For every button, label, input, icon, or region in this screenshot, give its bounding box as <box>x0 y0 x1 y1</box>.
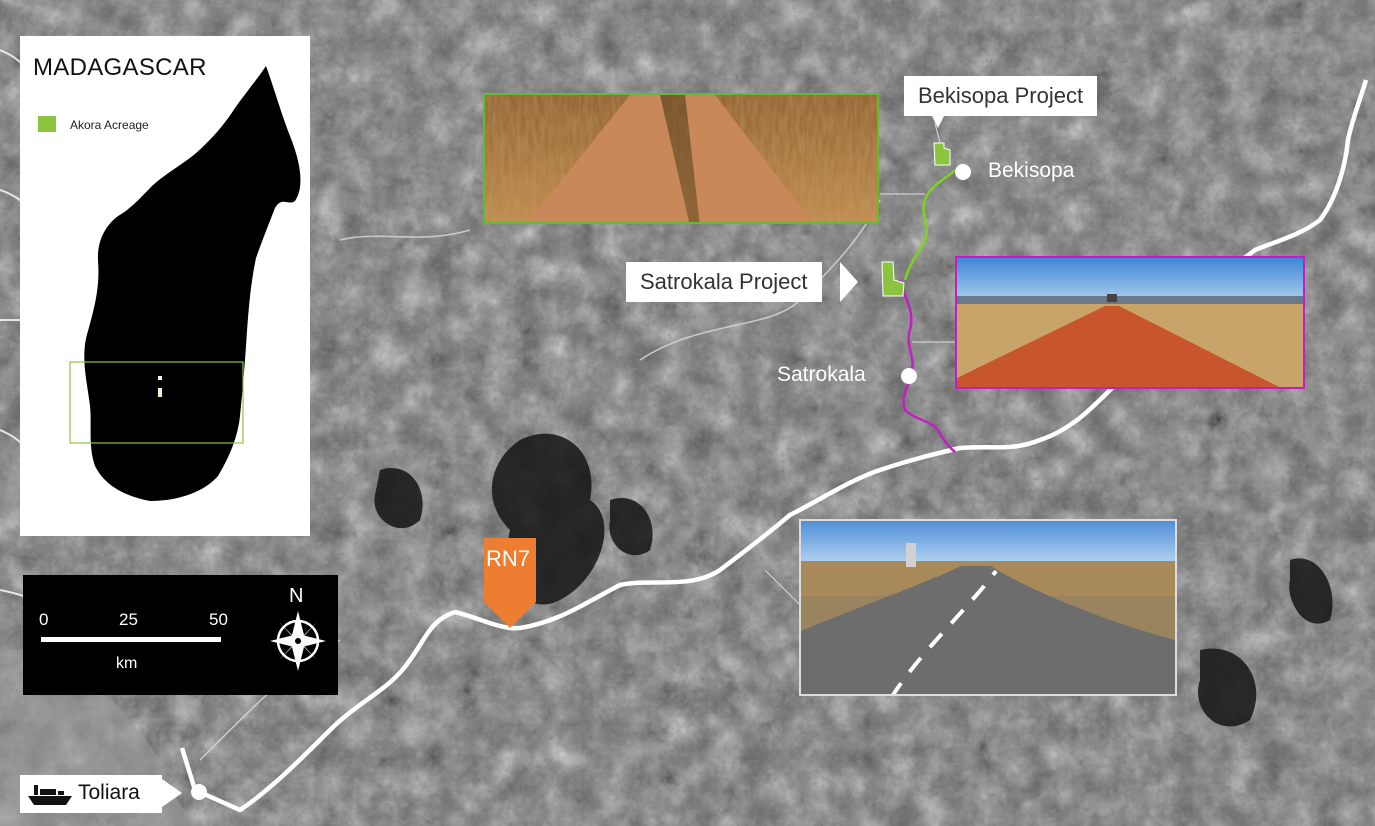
scale-unit: km <box>116 655 138 672</box>
scale-tick-50: 50 <box>209 610 228 629</box>
satrokala-label: Satrokala <box>777 363 866 386</box>
satrokala-road-photo <box>955 256 1305 389</box>
scale-bar-line <box>41 637 221 642</box>
inset-map-panel: MADAGASCAR Akora Acreage <box>20 36 310 536</box>
toliara-location-dot-icon <box>191 784 207 800</box>
inset-title: MADAGASCAR <box>33 54 207 81</box>
inset-acreage-marker-2 <box>158 388 162 397</box>
callout-pointer <box>840 262 858 302</box>
highway-rn7 <box>179 79 1369 813</box>
toliara-label: Toliara <box>78 781 140 804</box>
satrokala-project-callout: Satrokala Project <box>626 262 822 302</box>
satrokala-track <box>898 279 956 453</box>
callout-pointer-2 <box>932 116 944 128</box>
photo-connectors <box>764 122 956 606</box>
bekisopa-road-photo <box>483 93 879 224</box>
rn7-label: RN7 <box>486 546 531 571</box>
scale-tick-25: 25 <box>119 610 138 629</box>
satrokala-acreage <box>881 261 905 297</box>
north-label: N <box>289 585 304 607</box>
paved-highway-image <box>801 521 1175 694</box>
rn7-road-marker <box>484 538 536 628</box>
scale-tick-0: 0 <box>39 610 49 629</box>
red-road-image <box>957 258 1303 387</box>
legend-label-akora-acreage: Akora Acreage <box>70 118 149 132</box>
toliara-callout: Toliara <box>20 775 162 813</box>
study-area-box <box>69 361 244 444</box>
scale-bar-panel: 0 25 50 km N <box>23 575 338 695</box>
dirt-track-image <box>485 95 877 222</box>
bekisopa-location-dot-icon <box>955 164 971 180</box>
compass-rose-icon <box>270 611 326 671</box>
inset-acreage-marker <box>158 376 162 380</box>
satrokala-location-dot-icon <box>901 368 917 384</box>
bekisopa-acreage <box>933 142 951 166</box>
bekisopa-track <box>903 169 956 281</box>
highway-photo <box>799 519 1177 696</box>
madagascar-island-shape <box>84 66 301 501</box>
legend-swatch-akora-acreage <box>38 116 56 132</box>
bekisopa-label: Bekisopa <box>988 159 1075 182</box>
toliara-callout-pointer <box>162 779 182 807</box>
bekisopa-project-callout: Bekisopa Project <box>904 76 1098 116</box>
madagascar-silhouette <box>69 66 301 501</box>
ship-icon <box>28 785 72 805</box>
